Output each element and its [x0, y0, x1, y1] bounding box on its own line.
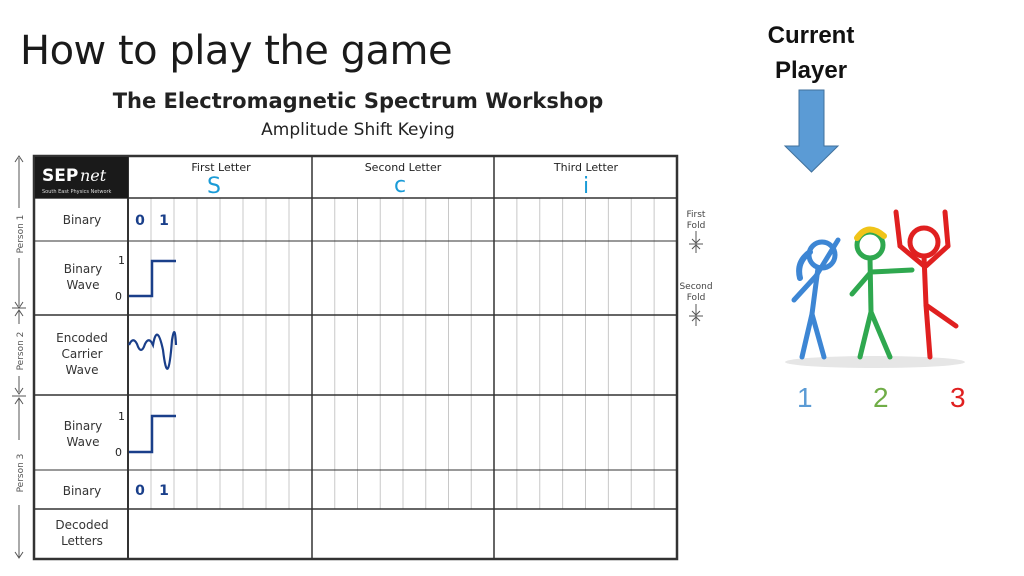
player-number-1: 1 [797, 382, 813, 413]
bit-top-0: 0 [135, 213, 145, 229]
player-1-figure [791, 237, 841, 360]
first-fold-label-2: Fold [687, 221, 706, 231]
col-header-second-letter: Second Letter [365, 161, 442, 174]
player-number-2: 2 [873, 382, 889, 413]
worksheet-title: The Electromagnetic Spectrum Workshop [112, 89, 604, 113]
row-label-binary-wave-bottom-1: Binary [64, 419, 103, 433]
row-label-binary-wave-top-1: Binary [64, 262, 103, 276]
letter-second: c [394, 173, 406, 198]
row-label-encoded-1: Encoded [56, 331, 108, 345]
bit-top-1: 1 [159, 213, 169, 229]
col-header-first-letter: First Letter [191, 161, 251, 174]
letter-third: i [583, 174, 589, 199]
players-illustration [785, 209, 965, 368]
row-label-binary-bottom: Binary [63, 484, 102, 498]
player-number-3: 3 [950, 382, 966, 413]
grid-lines [150, 198, 655, 509]
player-2-figure [849, 229, 915, 360]
second-fold-label-2: Fold [687, 293, 706, 303]
row-label-binary-wave-bottom-2: Wave [67, 435, 100, 449]
level-high-top: 1 [118, 254, 125, 267]
logo-net-text: net [80, 166, 107, 185]
row-label-decoded-1: Decoded [55, 518, 108, 532]
second-fold-marker [689, 304, 703, 326]
sepnet-logo [35, 157, 128, 198]
row-label-binary-top: Binary [63, 213, 102, 227]
level-high-bottom: 1 [118, 410, 125, 423]
player-3-figure [893, 209, 959, 360]
person-3-label: Person 3 [16, 454, 26, 493]
person-1-label: Person 1 [16, 215, 26, 254]
table-frame [32, 154, 679, 561]
current-player-line-2: Player [774, 57, 848, 84]
person-2-label: Person 2 [16, 332, 26, 371]
slide-title: How to play the game [20, 28, 453, 74]
level-low-top: 0 [115, 290, 122, 303]
first-fold-marker [689, 231, 703, 253]
row-label-binary-wave-top-2: Wave [67, 278, 100, 292]
current-player-line-1: Current [767, 22, 855, 49]
row-label-decoded-2: Letters [61, 534, 103, 548]
current-player-label: Current Player [745, 18, 877, 88]
encoded-carrier-wave [127, 331, 178, 370]
col-header-third-letter: Third Letter [553, 161, 619, 174]
level-low-bottom: 0 [115, 446, 122, 459]
second-fold-label-1: Second [679, 282, 712, 292]
current-player-arrow [783, 89, 840, 173]
bit-bottom-1: 1 [159, 483, 169, 499]
person-brackets [12, 155, 26, 559]
letter-first: S [207, 174, 221, 199]
binary-wave-bottom [129, 414, 176, 454]
binary-wave-top [129, 259, 176, 298]
row-label-encoded-3: Wave [66, 363, 99, 377]
first-fold-label-1: First [687, 210, 706, 220]
row-label-encoded-2: Carrier [61, 347, 102, 361]
logo-sep-text: SEP [42, 166, 78, 186]
logo-caption: South East Physics Network [42, 189, 112, 195]
worksheet-subtitle: Amplitude Shift Keying [261, 120, 455, 140]
bit-bottom-0: 0 [135, 483, 145, 499]
